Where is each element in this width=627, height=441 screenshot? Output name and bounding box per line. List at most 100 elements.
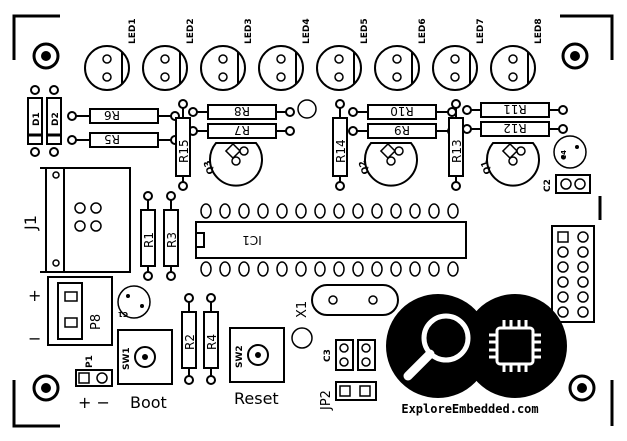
ic-pin [428, 203, 440, 219]
jumper-jp2: JP2 [319, 381, 377, 411]
ic-pin [276, 261, 288, 277]
resistor-r15: R15 [175, 99, 191, 191]
svg-text:SW1: SW1 [122, 347, 132, 370]
corner-top-left [12, 14, 60, 60]
explore-embedded-logo: ExploreEmbedded.com [386, 294, 567, 416]
ic-pin [200, 261, 212, 277]
svg-text:R12: R12 [503, 121, 527, 135]
svg-text:P8: P8 [89, 314, 104, 330]
header-pin [557, 291, 569, 303]
svg-text:Q3: Q3 [203, 159, 217, 176]
led-6: LED6 [374, 18, 428, 91]
ic-pin [200, 203, 212, 219]
header-pin [577, 306, 589, 318]
resistor-r8: R8 [188, 104, 295, 120]
svg-text:R15: R15 [177, 139, 191, 163]
svg-text:P1: P1 [85, 355, 95, 368]
svg-text:R2: R2 [183, 334, 197, 350]
svg-text:R1: R1 [142, 232, 156, 248]
ic-pin [276, 203, 288, 219]
test-pad [297, 99, 317, 119]
header-pin [577, 291, 589, 303]
header-pin [577, 246, 589, 258]
svg-text:R3: R3 [165, 232, 179, 248]
resistor-r3: R3 [163, 191, 179, 281]
magnifier-icon [421, 313, 471, 363]
resistor-r11: R11 [462, 102, 568, 118]
svg-text:R13: R13 [450, 139, 464, 163]
svg-text:R9: R9 [394, 123, 410, 137]
ic-pin [219, 261, 231, 277]
ic-pin [219, 203, 231, 219]
led-label: LED3 [244, 18, 254, 44]
header-pin [557, 231, 569, 243]
ic-pin [295, 261, 307, 277]
resistor-r7: R7 [188, 123, 295, 139]
ic-pin [314, 261, 326, 277]
connector-j1: J1 [21, 167, 131, 273]
led-1: LED1 [84, 18, 138, 91]
test-pad-2 [291, 327, 313, 349]
svg-text:JP2: JP2 [319, 390, 334, 411]
svg-text:Q2: Q2 [358, 159, 372, 176]
crystal-x1: X1 [295, 284, 399, 318]
diode-d1: D1 [27, 85, 43, 157]
header-pin [557, 246, 569, 258]
switch-sw2: SW2 Reset [229, 327, 285, 408]
switch-sw1: SW1 Boot [117, 329, 173, 412]
ic-pin [371, 203, 383, 219]
led-row: LED1 LED2 LED3 LED4 LED5 LED6 LED7 LED8 [84, 18, 544, 91]
ic-pin [295, 203, 307, 219]
header-pin [557, 306, 569, 318]
diode-d2: D2 [46, 85, 62, 157]
header-pin [577, 231, 589, 243]
capacitor-c3: C3 [323, 339, 376, 371]
ic-pin [333, 261, 345, 277]
svg-text:C1: C1 [118, 310, 128, 318]
connector-p1: P1 + − [75, 355, 113, 412]
ic-pin [238, 203, 250, 219]
led-8: LED8 [490, 18, 544, 91]
svg-text:R8: R8 [234, 104, 250, 118]
led-label: LED6 [418, 18, 428, 44]
led-label: LED5 [360, 18, 370, 44]
led-label: LED1 [128, 18, 138, 44]
ic-pin [409, 261, 421, 277]
brand-text: ExploreEmbedded.com [401, 402, 538, 416]
transistor-q3: Q3 [203, 142, 263, 187]
ic-pin [352, 203, 364, 219]
d1-label: D1 [32, 112, 42, 126]
resistor-r6: R6 [67, 108, 180, 124]
ic-pin [428, 261, 440, 277]
minus-sign: − [28, 329, 41, 348]
header-pin [577, 261, 589, 273]
svg-text:C4: C4 [560, 150, 568, 160]
header-pin [557, 276, 569, 288]
led-2: LED2 [142, 18, 196, 91]
svg-text:R4: R4 [205, 334, 219, 350]
svg-text:R6: R6 [104, 108, 120, 122]
corner-bottom-left [12, 380, 60, 428]
ic-pin [390, 203, 402, 219]
led-4: LED4 [258, 18, 312, 91]
plus-sign: + [28, 286, 41, 305]
led-label: LED7 [476, 18, 486, 44]
svg-text:R7: R7 [234, 123, 250, 137]
svg-text:Q1: Q1 [480, 159, 494, 176]
ic-pin [447, 203, 459, 219]
svg-text:R14: R14 [334, 139, 348, 163]
chip-icon [489, 320, 541, 372]
led-3: LED3 [200, 18, 254, 91]
capacitor-c1: C1 [117, 285, 151, 319]
reset-label: Reset [234, 389, 279, 408]
resistor-r9: R9 [348, 123, 457, 139]
resistor-r4: R4 [203, 293, 219, 385]
led-label: LED8 [534, 18, 544, 44]
ic-pin [257, 203, 269, 219]
d2-label: D2 [51, 112, 61, 126]
svg-text:C3: C3 [323, 349, 333, 362]
boot-label: Boot [130, 393, 167, 412]
resistor-r12: R12 [462, 121, 568, 137]
svg-text:IC1: IC1 [242, 233, 262, 247]
